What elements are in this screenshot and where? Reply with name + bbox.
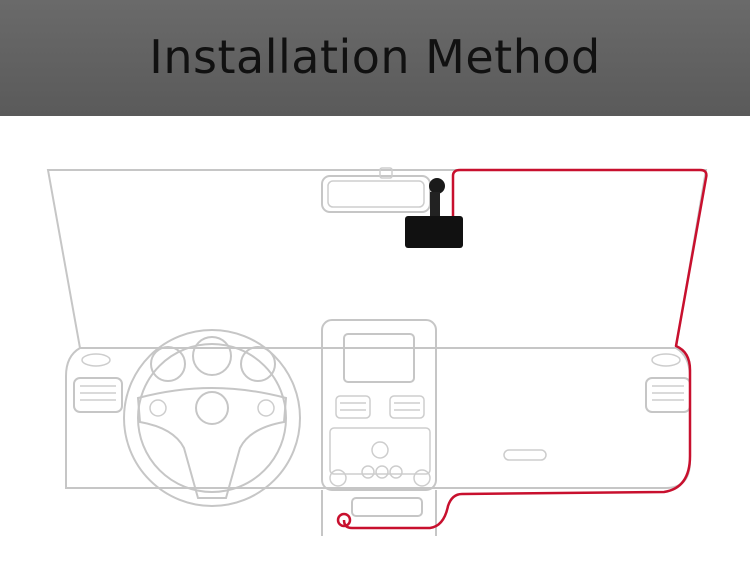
left-air-vent — [73, 377, 123, 413]
right-button — [257, 399, 275, 417]
left-speaker — [81, 353, 111, 367]
mirror-mount — [379, 167, 393, 179]
page-title: Installation Method — [149, 30, 601, 84]
right-dial — [413, 469, 431, 487]
left-button — [149, 399, 167, 417]
lower-console-body — [321, 490, 437, 536]
center-vent-right — [389, 395, 425, 419]
power-socket-icon — [336, 512, 352, 528]
steering-wheel-inner — [137, 343, 287, 493]
steering-wheel — [123, 329, 301, 507]
suction-mount — [429, 178, 445, 194]
title-banner: Installation Method — [0, 0, 750, 116]
gauge-center — [192, 336, 232, 376]
mount-arm — [430, 192, 440, 218]
control-panel — [329, 427, 431, 475]
volume-knob — [371, 441, 389, 459]
dash-cam-icon — [405, 216, 463, 248]
windshield — [46, 169, 708, 349]
center-console — [321, 319, 437, 491]
right-air-vent — [645, 377, 691, 413]
left-dial — [329, 469, 347, 487]
center-vent-left — [335, 395, 371, 419]
glove-box-handle — [503, 449, 547, 461]
infotainment-screen — [343, 333, 415, 383]
steering-hub — [195, 391, 229, 425]
right-speaker — [651, 353, 681, 367]
lower-console — [351, 497, 423, 517]
gauge-left — [150, 346, 186, 382]
steering-spokes — [136, 386, 288, 499]
rearview-mirror-inner — [327, 180, 425, 208]
gauge-right — [240, 346, 276, 382]
installation-diagram — [46, 167, 708, 536]
power-cable — [342, 168, 708, 530]
